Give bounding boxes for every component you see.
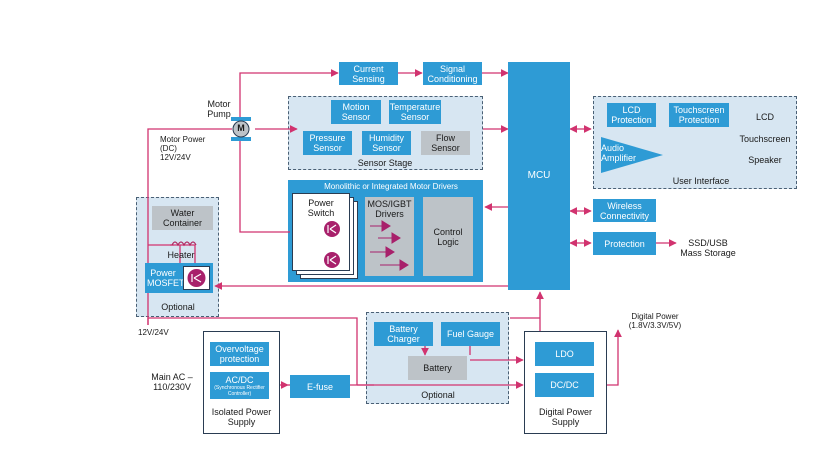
user-interface-title: User Interface: [672, 176, 730, 186]
motor-icon: [231, 117, 251, 141]
lcd-protection-label: LCD Protection: [611, 105, 652, 125]
acdc-block: AC/DC (Synchronous Rectifier Controller): [210, 372, 269, 399]
protection-label: Protection: [604, 238, 645, 249]
motion-sensor-label: Motion Sensor: [341, 102, 371, 122]
power-mosfet-icon: [183, 266, 210, 290]
mcu-block: MCU: [508, 62, 570, 290]
motor-power-label: Motor Power (DC) 12V/24V: [160, 135, 206, 162]
ssd-usb-label: SSD/USB Mass Storage: [680, 238, 736, 258]
power-mosfet-label: Power MOSFET: [147, 268, 185, 288]
touchscreen-protection-block: Touchscreen Protection: [669, 103, 729, 127]
temperature-sensor-block: Temperature Sensor: [389, 100, 441, 124]
touchscreen-label: Touchscreen: [739, 134, 791, 144]
lcd-label: LCD: [755, 112, 774, 122]
protection-block: Protection: [593, 232, 656, 255]
fuel-gauge-label: Fuel Gauge: [446, 329, 495, 339]
pressure-sensor-label: Pressure Sensor: [309, 133, 346, 153]
humidity-sensor-block: Humidity Sensor: [362, 131, 411, 155]
digital-power-supply-title: Digital Power Supply: [538, 407, 593, 427]
signal-conditioning-block: Signal Conditioning: [423, 62, 482, 85]
sensor-stage-title: Sensor Stage: [357, 158, 413, 168]
motor-pump-label: Motor Pump: [207, 99, 231, 119]
acdc-sublabel: (Synchronous Rectifier Controller): [214, 384, 265, 397]
audio-amplifier-icon: [601, 137, 663, 173]
ldo-label: LDO: [555, 349, 574, 359]
lcd-protection-block: LCD Protection: [607, 103, 656, 127]
heater-label: Heater: [167, 250, 195, 260]
power-switch-label: Power Switch: [307, 198, 335, 218]
acdc-label: AC/DC: [225, 374, 254, 385]
optional-battery-label: Optional: [421, 390, 455, 400]
optional-heater-label: Optional: [161, 302, 195, 312]
overvoltage-protection-block: Overvoltage protection: [210, 342, 269, 366]
digital-power-label: Digital Power (1.8V/3.3V/5V): [628, 312, 682, 330]
mos-igbt-drivers-block: [365, 197, 414, 276]
fuel-gauge-block: Fuel Gauge: [441, 322, 500, 346]
efuse-label: E-fuse: [306, 381, 333, 392]
motor-symbol: M: [237, 123, 245, 133]
audio-amplifier-label: Audio Amplifier: [601, 143, 637, 163]
touchscreen-protection-label: Touchscreen Protection: [673, 105, 725, 125]
battery-charger-block: Battery Charger: [374, 322, 433, 346]
control-logic-block: Control Logic: [423, 197, 473, 276]
signal-conditioning-label: Signal Conditioning: [427, 63, 478, 84]
flow-sensor-label: Flow Sensor: [431, 133, 460, 153]
isolated-power-supply-title: Isolated Power Supply: [211, 407, 272, 427]
efuse-block: E-fuse: [290, 375, 350, 398]
ldo-block: LDO: [535, 342, 594, 366]
mos-igbt-drivers-label: MOS/IGBT Drivers: [367, 199, 412, 219]
temperature-sensor-label: Temperature Sensor: [389, 102, 441, 122]
water-container-block: Water Container: [152, 206, 213, 230]
power-switch-transistor-icon-2: [323, 251, 341, 269]
main-ac-label: Main AC – 110/230V: [151, 372, 193, 392]
motion-sensor-block: Motion Sensor: [331, 100, 381, 124]
battery-label: Battery: [423, 363, 452, 373]
mcu-label: MCU: [527, 170, 551, 181]
humidity-sensor-label: Humidity Sensor: [368, 133, 404, 153]
speaker-label: Speaker: [748, 155, 782, 165]
flow-sensor-block: Flow Sensor: [421, 131, 470, 155]
current-sensing-block: Current Sensing: [339, 62, 398, 85]
battery-charger-label: Battery Charger: [387, 324, 420, 344]
water-container-label: Water Container: [162, 208, 203, 228]
current-sensing-label: Current Sensing: [352, 63, 385, 84]
dcdc-block: DC/DC: [535, 373, 594, 397]
motor-drivers-title: Monolithic or Integrated Motor Drivers: [324, 182, 458, 191]
wireless-connectivity-label: Wireless Connectivity: [599, 200, 650, 221]
pressure-sensor-block: Pressure Sensor: [303, 131, 352, 155]
battery-block: Battery: [408, 356, 467, 380]
dcdc-label: DC/DC: [550, 380, 579, 390]
wireless-connectivity-block: Wireless Connectivity: [593, 199, 656, 222]
control-logic-label: Control Logic: [433, 226, 463, 247]
power-switch-transistor-icon-1: [323, 220, 341, 238]
overvoltage-protection-label: Overvoltage protection: [215, 344, 264, 364]
voltage-12-24-label: 12V/24V: [138, 328, 169, 337]
driver-arrows-icon: [370, 220, 409, 271]
